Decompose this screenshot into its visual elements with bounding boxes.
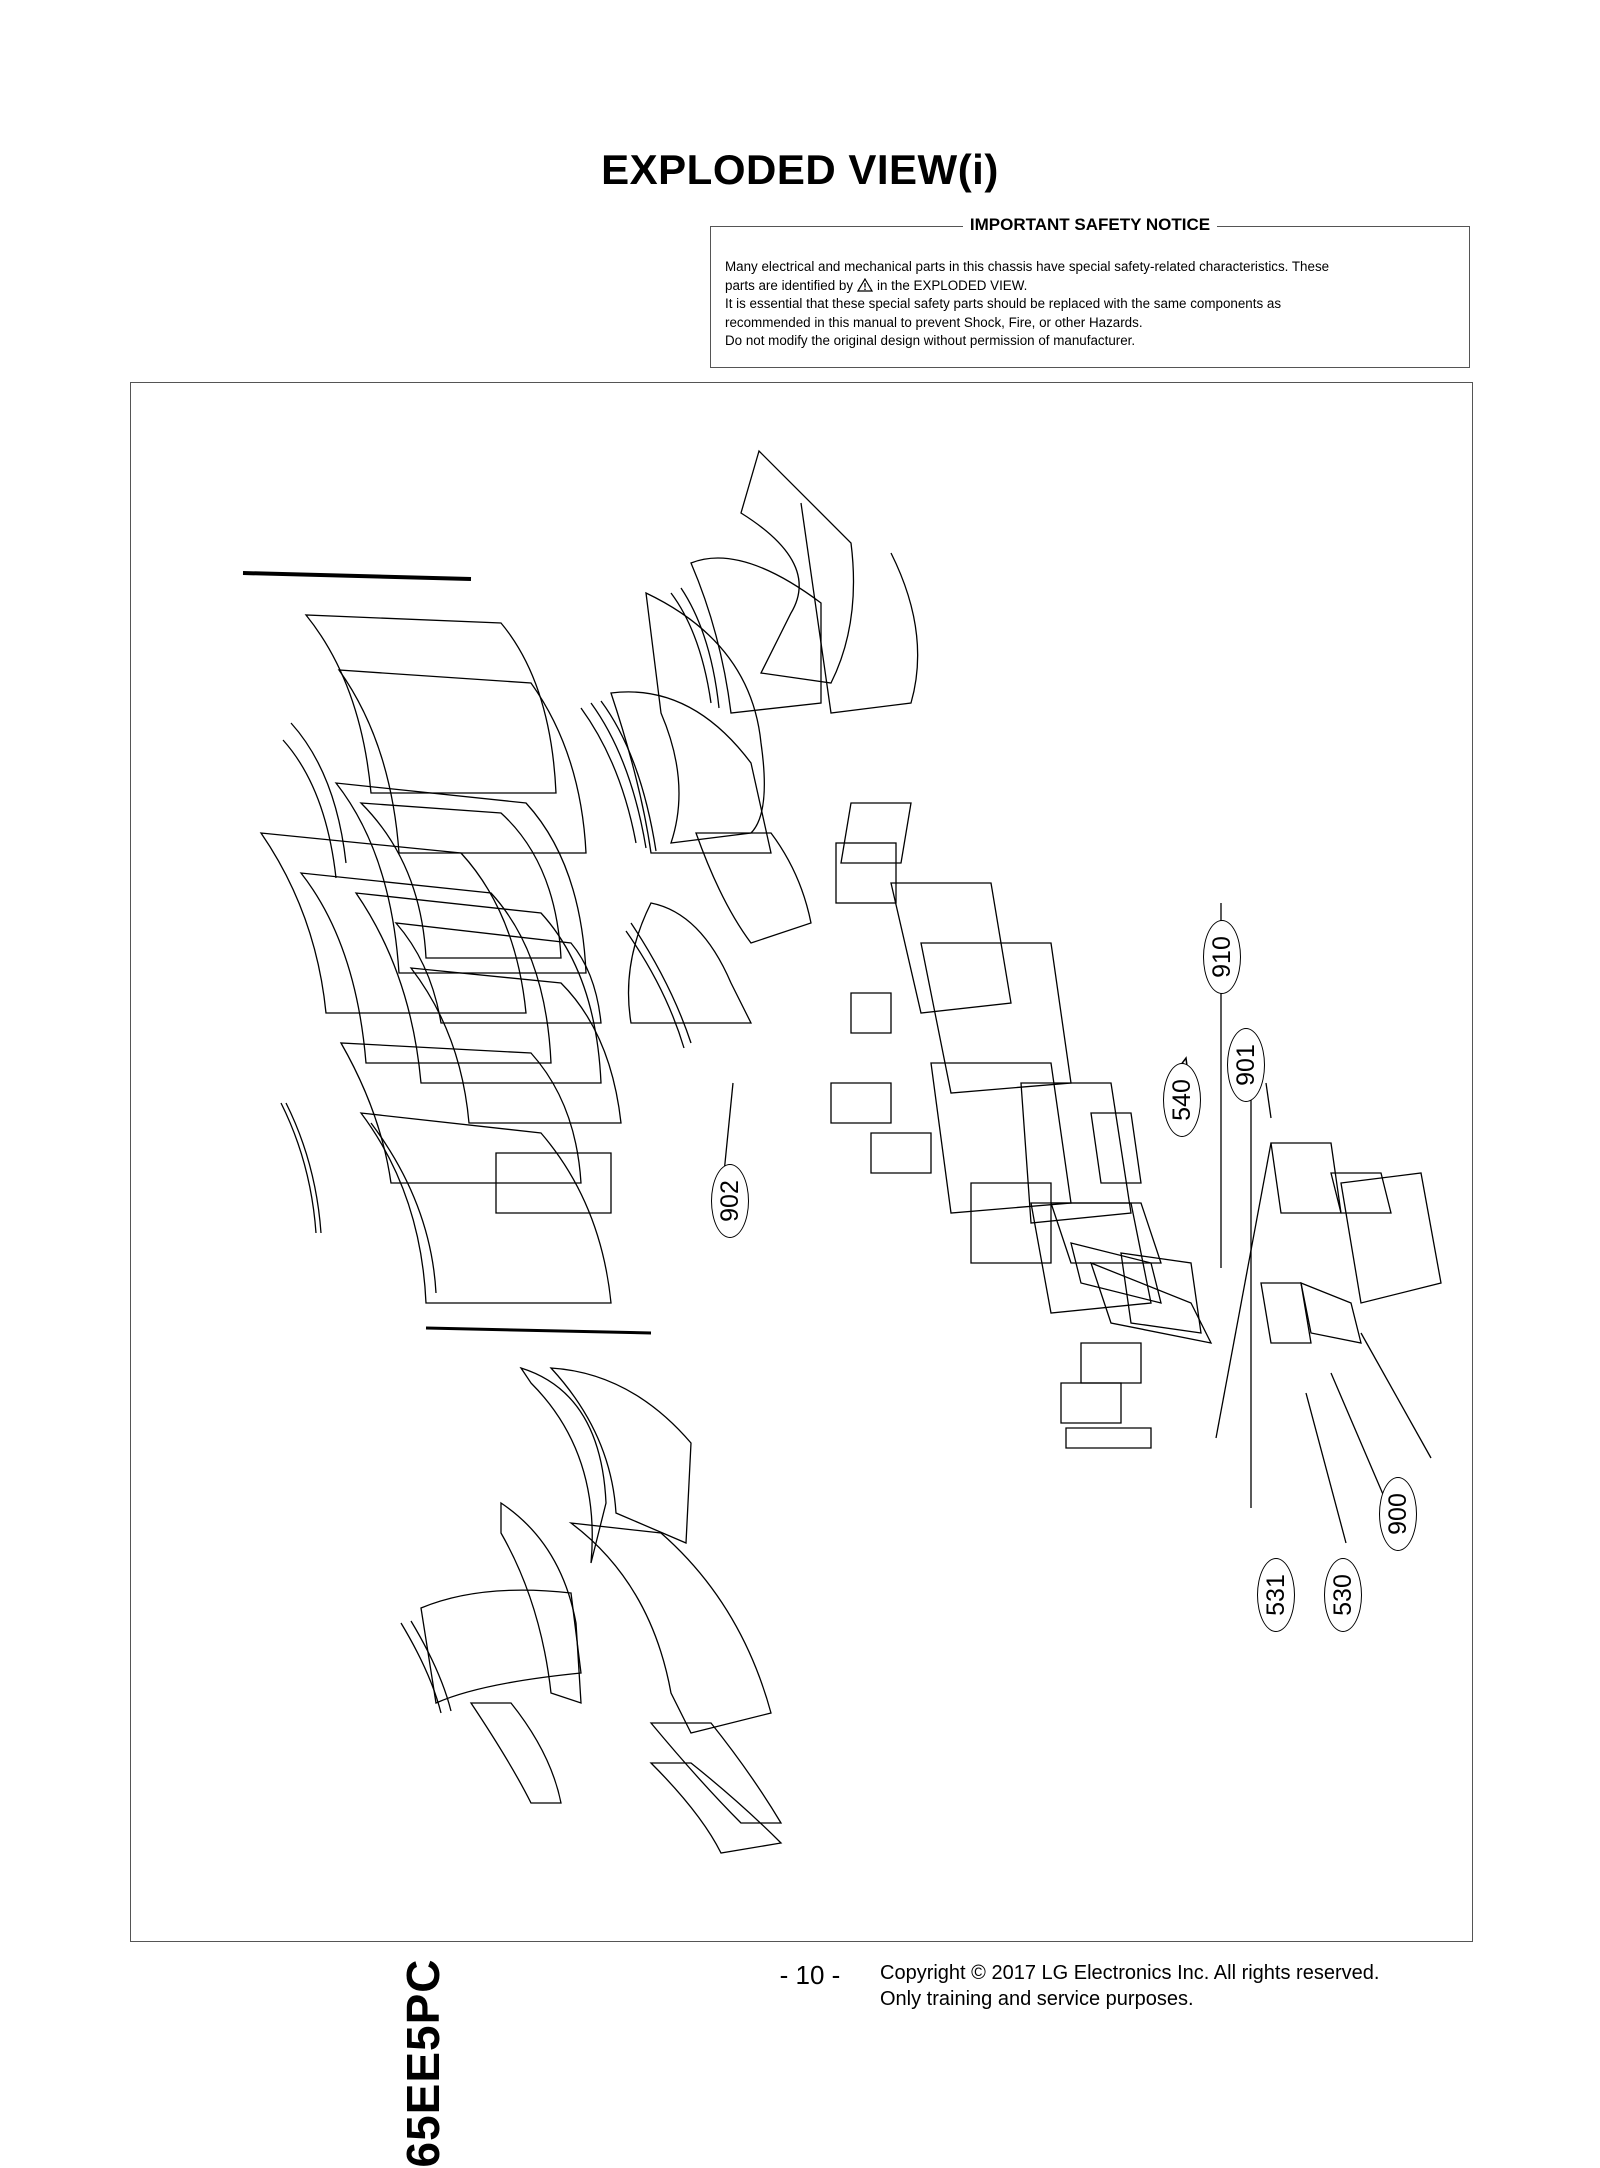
copyright-notice: Copyright © 2017 LG Electronics Inc. All… xyxy=(880,1960,1379,2012)
copyright-line-2: Only training and service purposes. xyxy=(880,1988,1194,2010)
warning-triangle-icon xyxy=(857,277,874,292)
notice-line-5: Do not modify the original design withou… xyxy=(725,333,1136,348)
part-label-900: 900 xyxy=(1379,1477,1417,1551)
notice-line-4: recommended in this manual to prevent Sh… xyxy=(725,314,1143,330)
safety-notice-heading: IMPORTANT SAFETY NOTICE xyxy=(962,215,1218,234)
part-label-901: 901 xyxy=(1227,1028,1265,1102)
model-number: 65EE5PC xyxy=(397,1958,449,2168)
safety-notice-text: Many electrical and mechanical parts in … xyxy=(725,258,1455,351)
part-label-531: 531 xyxy=(1257,1558,1295,1632)
page-number: - 10 - xyxy=(779,1960,841,1990)
safety-notice-box: IMPORTANT SAFETY NOTICE Many electrical … xyxy=(710,215,1470,368)
notice-line-3: It is essential that these special safet… xyxy=(725,296,1282,311)
exploded-view-drawing: ! xyxy=(242,449,1442,1854)
exploded-view-diagram: ! 65EE5PC 902 910 540 901 900 530 531 xyxy=(130,382,1473,2168)
part-label-530: 530 xyxy=(1324,1558,1362,1632)
part-label-902: 902 xyxy=(711,1164,749,1238)
page-title: EXPLODED VIEW(i) xyxy=(601,146,999,193)
part-label-910: 910 xyxy=(1203,920,1241,994)
copyright-line-1: Copyright © 2017 LG Electronics Inc. All… xyxy=(880,1962,1380,1984)
notice-line-1: Many electrical and mechanical parts in … xyxy=(725,259,1330,274)
part-label-540: 540 xyxy=(1163,1063,1201,1137)
